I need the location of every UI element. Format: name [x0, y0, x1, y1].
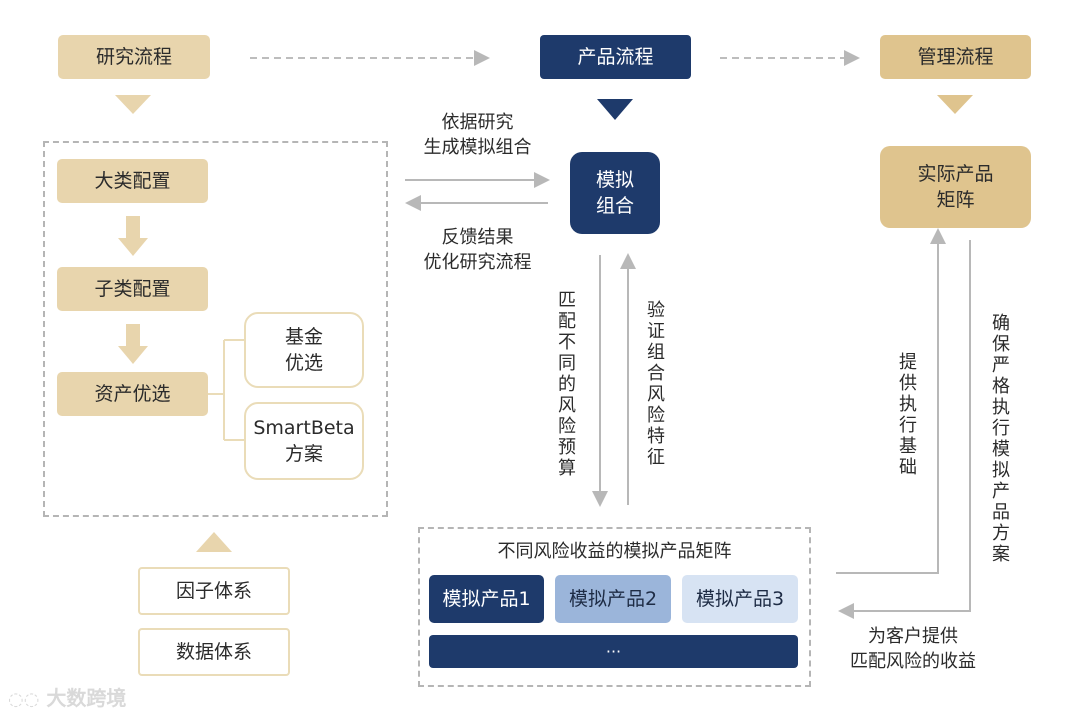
- sub-allocation-box: 子类配置: [57, 267, 208, 311]
- simulated-portfolio-box: 模拟 组合: [570, 152, 660, 234]
- down-triangle-management: [937, 95, 973, 114]
- asset-selection-box: 资产优选: [57, 372, 208, 416]
- watermark-logo: ◌◌ 大数跨境: [8, 682, 126, 711]
- research-flow-box: 研究流程: [58, 35, 210, 79]
- down-triangle-research: [115, 95, 151, 114]
- data-system-box: 数据体系: [138, 628, 290, 676]
- more-products-bar: ···: [429, 635, 798, 668]
- research-container: [43, 141, 388, 517]
- match-risk-budget-label: 匹配不同的风险预算: [558, 290, 576, 479]
- fund-selection-box: 基金 优选: [244, 312, 364, 388]
- simulated-product-2: 模拟产品2: [555, 575, 671, 623]
- management-flow-box: 管理流程: [880, 35, 1031, 79]
- simulated-product-3: 模拟产品3: [682, 575, 798, 623]
- provide-execution-label: 提供执行基础: [899, 352, 917, 478]
- product-matrix-container: [418, 527, 811, 687]
- smartbeta-box: SmartBeta 方案: [244, 402, 364, 480]
- up-triangle-factor: [196, 532, 232, 552]
- product-matrix-title: 不同风险收益的模拟产品矩阵: [497, 541, 732, 562]
- ensure-execution-label: 确保严格执行模拟产品方案: [992, 313, 1010, 565]
- watermark-icon: ◌◌: [8, 689, 40, 710]
- selection-bracket: [208, 339, 244, 441]
- down-block-arrow-2: [118, 324, 148, 364]
- feedback-label: 反馈结果 优化研究流程: [423, 227, 532, 273]
- actual-product-matrix-box: 实际产品 矩阵: [880, 146, 1031, 228]
- arrow-actual-to-client: [838, 240, 971, 619]
- down-triangle-product: [597, 99, 633, 120]
- verify-risk-label: 验证组合风险特征: [647, 300, 665, 468]
- client-return-label: 为客户提供 匹配风险的收益: [850, 626, 976, 672]
- watermark-text: 大数跨境: [46, 686, 127, 710]
- generate-portfolio-label: 依据研究 生成模拟组合: [423, 112, 532, 158]
- major-allocation-box: 大类配置: [57, 159, 208, 203]
- down-block-arrow-1: [118, 216, 148, 256]
- product-flow-box: 产品流程: [540, 35, 691, 79]
- factor-system-box: 因子体系: [138, 567, 290, 615]
- arrow-matrix-to-actual: [836, 228, 946, 574]
- simulated-product-1: 模拟产品1: [429, 575, 544, 623]
